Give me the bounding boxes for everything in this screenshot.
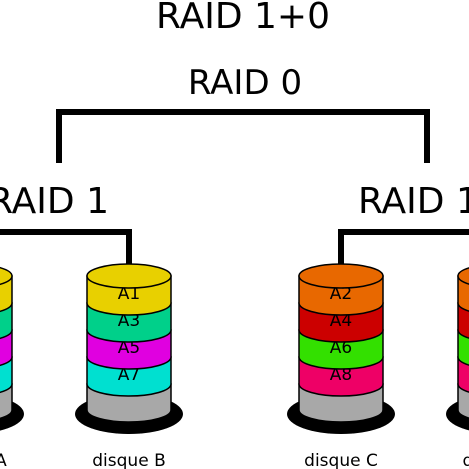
raid1-left-label: RAID 1 (0, 181, 109, 222)
disk-label: disque B (92, 451, 165, 469)
segment-label: A5 (118, 338, 140, 358)
disk-label: disque C (304, 451, 378, 469)
segment-label: A8 (330, 365, 352, 385)
disk-c: A8 A6 A4 A2 disque C (287, 263, 395, 469)
disk-segment (0, 275, 13, 313)
segment-label: A1 (118, 284, 140, 304)
disk-top (0, 266, 13, 286)
disk-base (0, 383, 13, 420)
disk-segment (0, 356, 13, 394)
segment-label: A7 (118, 365, 140, 385)
segment-label: A6 (330, 338, 352, 358)
segment-label: A2 (330, 284, 352, 304)
disk-top (457, 267, 469, 285)
raid0-connector (56, 109, 430, 163)
segment-label: A4 (330, 311, 352, 331)
diagram-title: RAID 1+0 (156, 0, 330, 37)
disk-b: A7 A5 A3 A1 disque B (75, 263, 183, 469)
disk-segment (0, 302, 13, 340)
disk-segment (0, 329, 13, 367)
disk-base (457, 383, 469, 419)
segment-label: A3 (118, 311, 140, 331)
disk-top (298, 263, 384, 289)
disk-segment (457, 329, 469, 366)
disk-segment (457, 275, 469, 312)
disk-label: disque D (463, 451, 469, 469)
disk-segment (457, 302, 469, 339)
disk-segment (457, 356, 469, 393)
disk-top (86, 263, 172, 289)
disk-label: disque A (0, 451, 7, 469)
raid0-label: RAID 0 (188, 63, 302, 103)
raid1-right-label: RAID 1 (358, 181, 469, 222)
